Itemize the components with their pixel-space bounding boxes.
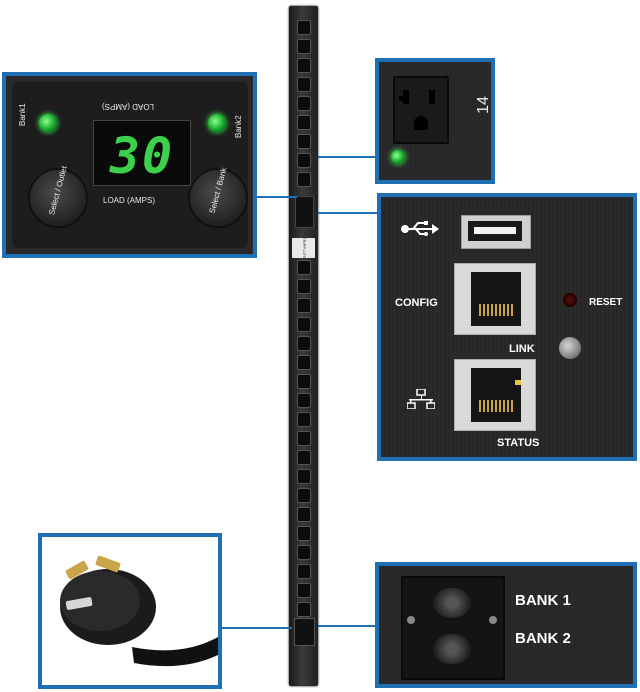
connector-line-load bbox=[257, 196, 297, 198]
load-amps-label-top: LOAD (AMPS) bbox=[102, 102, 155, 111]
plug-panel bbox=[38, 533, 222, 689]
outlet-number: 14 bbox=[474, 96, 492, 114]
bank2-label: Bank2 bbox=[234, 115, 243, 138]
strip-outlet bbox=[297, 260, 311, 275]
reset-label: RESET bbox=[589, 297, 623, 308]
twist-lock-plug-icon bbox=[60, 555, 218, 667]
breaker-housing bbox=[401, 576, 505, 680]
screw-left bbox=[407, 616, 415, 624]
connector-line-plug bbox=[222, 627, 292, 629]
usb-port[interactable] bbox=[461, 215, 531, 249]
strip-outlet bbox=[297, 279, 311, 294]
strip-outlet bbox=[297, 77, 311, 92]
select-bank-button[interactable]: Select / Bank bbox=[188, 167, 248, 228]
strip-outlet bbox=[297, 545, 311, 560]
strip-outlet bbox=[297, 507, 311, 522]
network-panel: CONFIG RESET LINK STATUS bbox=[377, 193, 637, 461]
status-port[interactable] bbox=[454, 359, 536, 431]
connector-line-bank bbox=[318, 625, 375, 627]
bank2-label: BANK 2 bbox=[515, 630, 571, 647]
strip-outlet bbox=[297, 488, 311, 503]
load-display-panel: Bank1 Bank2 LOAD (AMPS) 30 LOAD (AMPS) S… bbox=[2, 72, 257, 258]
strip-outlet bbox=[297, 317, 311, 332]
pdu-strip: TRIPP-LITE bbox=[289, 6, 318, 686]
strip-outlet bbox=[297, 564, 311, 579]
config-port[interactable] bbox=[454, 263, 536, 335]
network-icon bbox=[406, 388, 436, 414]
amps-value: 30 bbox=[109, 127, 175, 185]
bank1-label: Bank1 bbox=[18, 103, 27, 126]
amps-digital-display: 30 bbox=[93, 120, 191, 186]
strip-outlet bbox=[297, 298, 311, 313]
outlet-slot-t bbox=[399, 96, 407, 101]
strip-control-module bbox=[295, 196, 314, 228]
strip-outlet bbox=[297, 115, 311, 130]
outlet-ground bbox=[414, 116, 428, 130]
load-amps-label-bottom: LOAD (AMPS) bbox=[103, 196, 156, 205]
strip-breaker-module bbox=[294, 618, 315, 646]
bank2-led bbox=[208, 114, 226, 132]
link-led bbox=[559, 337, 581, 359]
brand-label: TRIPP-LITE bbox=[292, 237, 315, 259]
bank1-label: BANK 1 bbox=[515, 592, 571, 609]
strip-outlet bbox=[297, 153, 311, 168]
connector-line-outlet bbox=[318, 156, 375, 158]
strip-outlet bbox=[297, 355, 311, 370]
outlet-panel: 14 bbox=[375, 58, 495, 184]
bank1-led bbox=[39, 114, 57, 132]
reset-button[interactable] bbox=[563, 293, 577, 307]
bank-breaker-panel: BANK 1 BANK 2 bbox=[375, 562, 637, 688]
strip-outlet bbox=[297, 431, 311, 446]
load-display-face: Bank1 Bank2 LOAD (AMPS) 30 LOAD (AMPS) S… bbox=[12, 82, 248, 248]
strip-outlet bbox=[297, 602, 311, 617]
outlet-slot-right bbox=[429, 90, 435, 104]
config-label: CONFIG bbox=[395, 297, 438, 309]
select-bank-label: Select / Bank bbox=[207, 166, 229, 215]
strip-outlet bbox=[297, 393, 311, 408]
nema-outlet[interactable] bbox=[393, 76, 449, 144]
strip-outlet bbox=[297, 336, 311, 351]
outlet-led bbox=[391, 150, 405, 164]
strip-outlet bbox=[297, 20, 311, 35]
usb-icon bbox=[401, 221, 439, 242]
strip-outlet bbox=[297, 583, 311, 598]
strip-outlet bbox=[297, 96, 311, 111]
bank1-breaker-button[interactable] bbox=[433, 588, 471, 618]
select-outlet-label: Select / Outlet bbox=[47, 165, 69, 216]
link-label: LINK bbox=[509, 343, 535, 355]
strip-outlet bbox=[297, 469, 311, 484]
strip-outlet bbox=[297, 58, 311, 73]
strip-outlet bbox=[297, 412, 311, 427]
brand-label-text: TRIPP-LITE bbox=[301, 237, 307, 259]
status-label: STATUS bbox=[497, 437, 540, 449]
strip-outlet bbox=[297, 172, 311, 187]
strip-outlet bbox=[297, 134, 311, 149]
strip-outlet bbox=[297, 450, 311, 465]
bank2-breaker-button[interactable] bbox=[433, 634, 471, 664]
strip-outlet bbox=[297, 374, 311, 389]
connector-line-network bbox=[318, 212, 377, 214]
strip-outlet bbox=[297, 526, 311, 541]
strip-outlet bbox=[297, 39, 311, 54]
screw-right bbox=[489, 616, 497, 624]
select-outlet-button[interactable]: Select / Outlet bbox=[28, 165, 88, 228]
